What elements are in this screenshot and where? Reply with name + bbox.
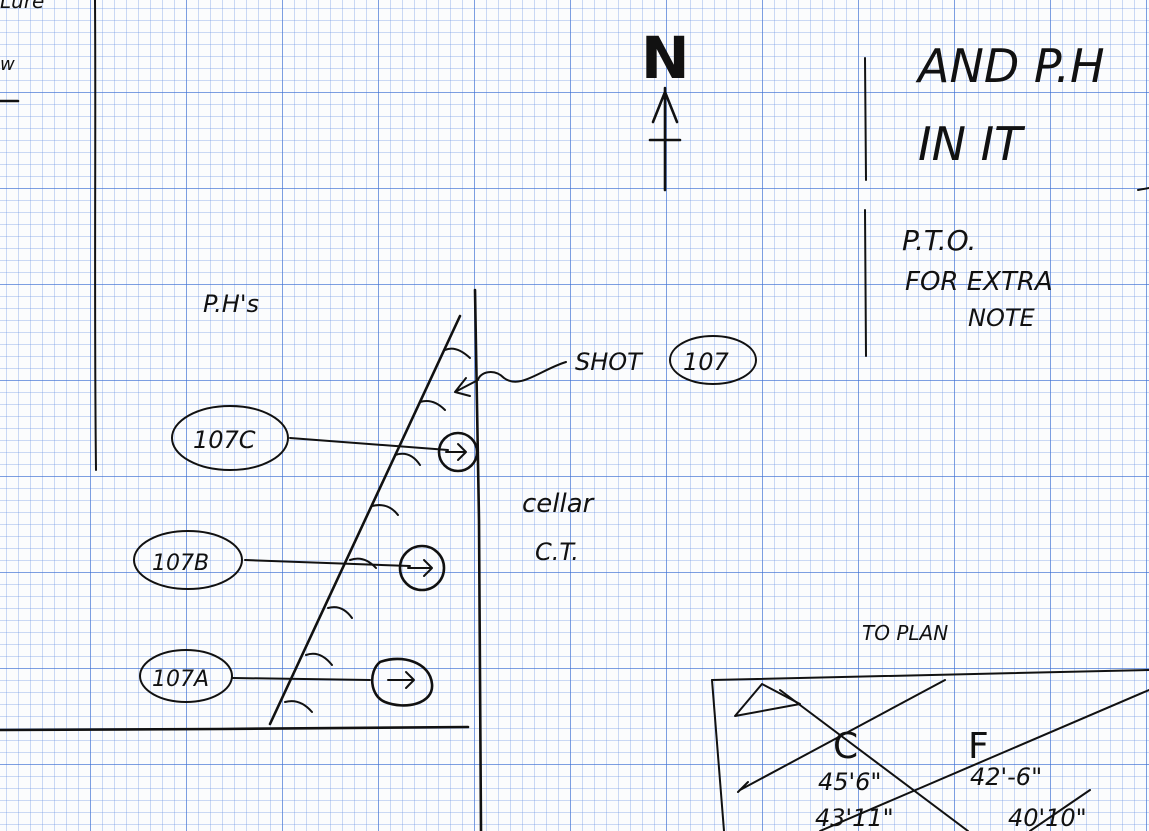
plan-value-1: 45'6": [818, 768, 881, 796]
hatch-marks: [284, 347, 471, 713]
sample-c-location: [437, 431, 479, 473]
plan-label-f: F: [968, 726, 989, 767]
shot-arrow: [454, 361, 567, 397]
sample-c-arrow-icon: [445, 443, 467, 461]
note-line-2: IN IT: [918, 117, 1026, 171]
sample-b-arrow-icon: [407, 559, 433, 577]
cut-slope-line: [268, 314, 462, 726]
plan-label-c: C: [833, 726, 858, 767]
fill-label-1: cellar: [522, 489, 596, 519]
top-left-fragment: Lure: [0, 0, 44, 13]
plan-title: TO PLAN: [862, 621, 948, 645]
sample-c-leader: [289, 437, 449, 451]
pto-line-3: NOTE: [968, 304, 1036, 332]
sample-b-location: [398, 544, 446, 592]
sample-c-oval: [171, 405, 289, 471]
pto-line-2: FOR EXTRA: [905, 267, 1053, 297]
sample-a-arrow-icon: [387, 671, 415, 689]
sample-c-label: 107C: [193, 426, 256, 454]
left-fragment-w: w: [0, 54, 15, 75]
north-arrow-icon: [648, 86, 682, 192]
plan-value-2: 42'-6": [970, 763, 1042, 791]
left-vertical-line: [94, 0, 97, 471]
sample-b-oval: [133, 530, 243, 590]
plan-triangle: [734, 683, 801, 717]
plan-value-4: 40'10": [1008, 804, 1087, 831]
shot-label: SHOT: [575, 348, 644, 376]
note-divider-line: [864, 57, 867, 357]
plan-value-3: 43'11": [815, 804, 894, 831]
ground-line: [0, 725, 470, 732]
sample-b-leader: [244, 559, 411, 567]
sample-a-label: 107A: [152, 667, 209, 692]
note-line-1: AND P.H: [915, 39, 1105, 93]
section-vertical-line: [473, 288, 483, 831]
ph-label: P.H's: [203, 290, 259, 318]
sample-a-location: [371, 657, 434, 707]
shot-number: 107: [683, 348, 730, 376]
note-tick: [1137, 187, 1149, 191]
pto-line-1: P.T.O.: [902, 224, 976, 257]
sample-a-oval: [139, 649, 233, 703]
plan-left-line: [711, 679, 725, 831]
fill-label-2: C.T.: [535, 538, 579, 566]
plan-grid-lines: [737, 679, 1149, 831]
sample-b-label: 107B: [152, 551, 209, 576]
sample-a-leader: [232, 677, 371, 681]
north-label: N: [641, 24, 690, 92]
plan-top-line: [711, 669, 1149, 681]
shot-number-oval: [669, 335, 757, 385]
